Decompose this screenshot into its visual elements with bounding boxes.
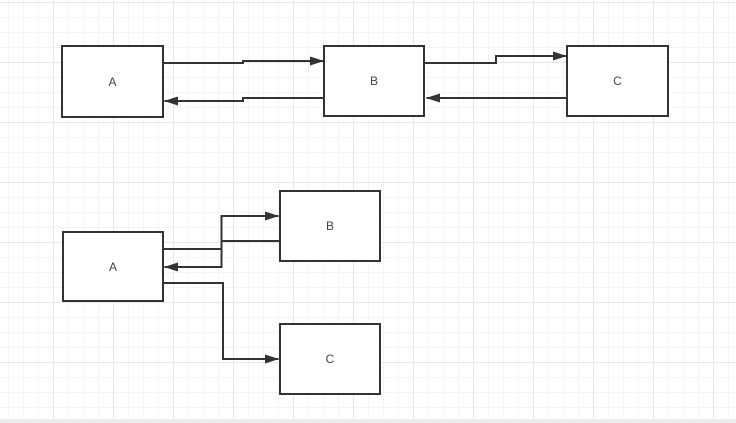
node-top-b-rect[interactable] bbox=[323, 45, 425, 117]
node-top-a[interactable]: A bbox=[61, 45, 164, 118]
canvas-bottom-edge bbox=[0, 419, 736, 423]
node-bottom-c-label: C bbox=[326, 352, 335, 366]
node-top-b[interactable]: B bbox=[323, 45, 425, 117]
node-top-c-rect[interactable] bbox=[566, 45, 669, 117]
node-bottom-a[interactable]: A bbox=[62, 231, 164, 302]
node-top-a-rect[interactable] bbox=[61, 45, 164, 118]
node-bottom-c-rect[interactable] bbox=[279, 323, 381, 395]
node-top-c-label: C bbox=[613, 74, 622, 88]
edge-top-a-to-b[interactable] bbox=[163, 56, 324, 66]
node-bottom-b-label: B bbox=[326, 219, 334, 233]
node-bottom-b-rect[interactable] bbox=[279, 190, 381, 262]
edge-bottom-a-to-b[interactable] bbox=[163, 211, 279, 250]
node-top-c[interactable]: C bbox=[566, 45, 669, 117]
node-bottom-a-rect[interactable] bbox=[62, 231, 164, 302]
node-bottom-a-label: A bbox=[109, 260, 117, 274]
node-top-a-label: A bbox=[108, 75, 116, 89]
edge-top-b-to-a[interactable] bbox=[164, 96, 325, 106]
edge-bottom-a-to-c[interactable] bbox=[163, 282, 279, 364]
node-bottom-c[interactable]: C bbox=[279, 323, 381, 395]
edge-top-b-to-c[interactable] bbox=[425, 51, 567, 64]
node-top-b-label: B bbox=[370, 74, 378, 88]
edge-bottom-b-to-a[interactable] bbox=[164, 240, 281, 272]
node-bottom-b[interactable]: B bbox=[279, 190, 381, 262]
